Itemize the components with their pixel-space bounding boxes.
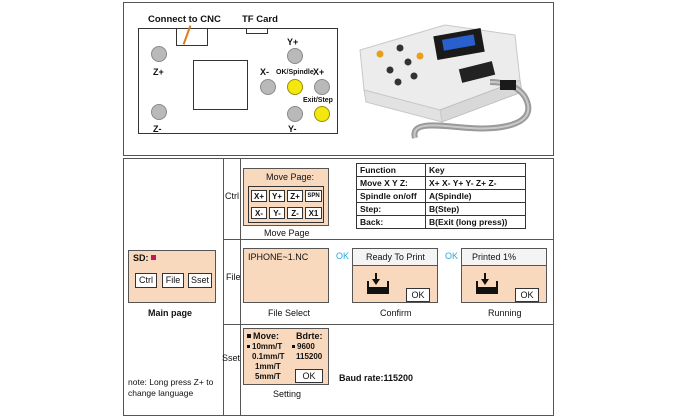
table-cell: A(Spindle)	[425, 189, 526, 203]
move-option[interactable]: 0.1mm/T	[252, 352, 285, 361]
board-outline	[138, 28, 338, 134]
sset-button[interactable]: Sset	[188, 273, 212, 288]
y-plus-label: Y+	[287, 37, 299, 47]
table-cell: Step:	[356, 202, 426, 216]
main-page-screen: SD: Ctrl File Sset	[128, 250, 216, 303]
exit-step-label: Exit/Step	[303, 97, 333, 104]
setting-bdrte-label: Bdrte:	[296, 331, 323, 341]
key-z-plus[interactable]: Z+	[287, 190, 303, 202]
baud-selected-marker-icon	[292, 345, 295, 348]
row-divider-2	[223, 324, 554, 325]
table-cell: Spindle on/off	[356, 189, 426, 203]
sd-status-icon	[151, 255, 156, 260]
table-row: Step: B(Step)	[356, 202, 526, 216]
lcd-screen	[193, 60, 248, 110]
key-spindle[interactable]: SPN	[305, 190, 322, 202]
file-button[interactable]: File	[162, 273, 184, 288]
y-plus-button	[287, 48, 303, 64]
ok-arrow-1: OK	[336, 251, 350, 261]
key-y-minus[interactable]: Y-	[269, 207, 285, 219]
setting-caption: Setting	[273, 389, 302, 399]
ctrl-column-divider	[240, 158, 241, 416]
ok-spindle-button	[287, 79, 303, 95]
key-z-minus[interactable]: Z-	[287, 207, 303, 219]
z-minus-button	[151, 104, 167, 120]
x-plus-label: X+	[313, 67, 325, 77]
table-header-key: Key	[425, 163, 526, 177]
table-cell: Move X Y Z:	[356, 176, 426, 190]
ok-arrow-2: OK	[445, 251, 459, 261]
key-x-minus[interactable]: X-	[251, 207, 267, 219]
confirm-title: Ready To Print	[366, 252, 425, 262]
move-marker-icon	[247, 334, 251, 338]
confirm-title-bar	[353, 249, 437, 266]
row-label-sset: Sset	[222, 353, 241, 363]
connect-to-cnc-label: Connect to CNC	[148, 14, 221, 25]
y-minus-button	[287, 106, 303, 122]
table-header-row: Function Key	[356, 163, 526, 177]
row-label-ctrl: Ctrl	[225, 191, 239, 201]
z-plus-button	[151, 46, 167, 62]
ok-spindle-label: OK/Spindle	[276, 69, 314, 76]
table-cell: Back:	[356, 215, 426, 229]
table-row: Spindle on/off A(Spindle)	[356, 189, 526, 203]
table-cell: B(Exit (long press))	[425, 215, 526, 229]
table-cell: X+ X- Y+ Y- Z+ Z-	[425, 176, 526, 190]
running-caption: Running	[488, 308, 522, 318]
board-panel	[123, 2, 554, 156]
move-option[interactable]: 1mm/T	[255, 362, 281, 371]
table-cell: B(Step)	[425, 202, 526, 216]
move-page-title: Move Page:	[266, 172, 315, 182]
column-divider	[223, 158, 224, 416]
print-head-icon	[476, 273, 498, 294]
x-minus-label: X-	[260, 67, 269, 77]
table-header-function: Function	[356, 163, 426, 177]
baud-option[interactable]: 9600	[297, 342, 315, 351]
menu-panel	[123, 158, 554, 416]
row-label-file: File	[226, 272, 241, 282]
function-key-table: Function Key Move X Y Z: X+ X- Y+ Y- Z+ …	[356, 163, 526, 229]
confirm-screen: Ready To Print OK	[352, 248, 438, 303]
main-page-caption: Main page	[148, 308, 193, 318]
running-ok-button[interactable]: OK	[515, 288, 539, 302]
file-select-caption: File Select	[268, 308, 311, 318]
baud-option[interactable]: 115200	[296, 352, 323, 361]
file-select-screen: IPHONE~1.NC	[243, 248, 329, 303]
cnc-connector	[176, 28, 208, 46]
exit-step-button	[314, 106, 330, 122]
x-plus-button	[314, 79, 330, 95]
setting-move-label: Move:	[253, 331, 280, 341]
row-divider-1	[223, 239, 554, 240]
confirm-ok-button[interactable]: OK	[406, 288, 430, 302]
ctrl-button[interactable]: Ctrl	[135, 273, 157, 288]
controller-photo	[359, 24, 532, 139]
setting-screen: Move: Bdrte: 10mm/T 0.1mm/T 1mm/T 5mm/T …	[243, 328, 329, 385]
running-screen: Printed 1% OK	[461, 248, 547, 303]
key-step-x1[interactable]: X1	[305, 207, 322, 219]
file-name-text[interactable]: IPHONE~1.NC	[248, 252, 309, 262]
confirm-caption: Confirm	[380, 308, 412, 318]
running-title: Printed 1%	[472, 252, 517, 262]
y-minus-label: Y-	[288, 124, 297, 134]
z-minus-label: Z-	[153, 124, 162, 134]
running-title-bar	[462, 249, 546, 266]
move-option[interactable]: 10mm/T	[252, 342, 283, 351]
baud-rate-note: Baud rate:115200	[339, 373, 414, 383]
move-page-caption: Move Page	[264, 228, 310, 238]
move-selected-marker-icon	[247, 345, 250, 348]
key-y-plus[interactable]: Y+	[269, 190, 285, 202]
setting-ok-button[interactable]: OK	[295, 369, 323, 383]
key-x-plus[interactable]: X+	[251, 190, 267, 202]
move-option[interactable]: 5mm/T	[255, 372, 281, 381]
move-page-screen: Move Page: X+ Y+ Z+ SPN X- Y- Z- X1	[243, 168, 329, 226]
sd-label: SD:	[133, 253, 149, 263]
tf-card-slot	[246, 28, 268, 34]
z-plus-label: Z+	[153, 67, 164, 77]
x-minus-button	[260, 79, 276, 95]
language-note: note: Long press Z+ to change language	[128, 377, 214, 398]
tf-card-label: TF Card	[242, 14, 278, 25]
table-row: Back: B(Exit (long press))	[356, 215, 526, 229]
print-head-icon	[367, 273, 389, 294]
table-row: Move X Y Z: X+ X- Y+ Y- Z+ Z-	[356, 176, 526, 190]
